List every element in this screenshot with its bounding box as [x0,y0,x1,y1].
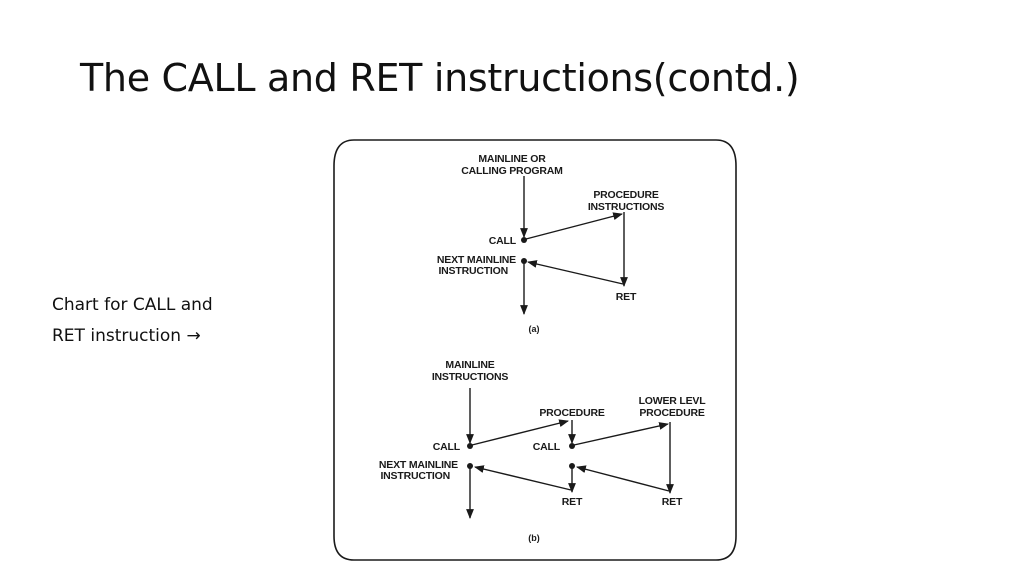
b-call-label: CALL [433,441,461,453]
a-call-arrow [525,212,623,240]
diagram-b [466,388,674,519]
b-lower-label-2: PROCEDURE [639,407,704,419]
a-mainline-label-2: CALLING PROGRAM [461,165,563,177]
b-inner-return-dot [569,463,575,469]
caption-line-2: RET instruction → [52,321,213,352]
b-lower-ret-label: RET [662,496,683,508]
b-inner-call-arrow [573,422,669,446]
b-call-arrow [471,419,569,446]
caption-line-2-text: RET instruction [52,326,182,346]
b-lower-label-1: LOWER LEVL [639,395,707,407]
a-next-label-1: NEXT MAINLINE [437,254,516,266]
a-procedure-label-1: PROCEDURE [593,189,658,201]
caption-line-1: Chart for CALL and [52,295,213,315]
b-inner-call-dot [569,443,575,449]
b-ret-label: RET [562,496,583,508]
b-ret-arrow [474,465,572,491]
b-mainline-label-1: MAINLINE [445,359,494,371]
a-ret-label: RET [616,291,637,303]
a-call-dot [521,237,527,243]
b-subcaption: (b) [528,533,540,543]
figure-caption: Chart for CALL and RET instruction → [52,290,213,352]
b-mainline-label-2: INSTRUCTIONS [432,371,509,383]
diagram-frame [333,139,737,561]
a-ret-arrow [527,260,624,285]
b-next-label-2: INSTRUCTION [380,470,450,482]
call-ret-diagram: MAINLINE OR CALLING PROGRAM PROCEDURE IN… [332,136,738,564]
b-procedure-label: PROCEDURE [539,407,604,419]
b-inner-call-label: CALL [533,441,561,453]
slide-title: The CALL and RET instructions(contd.) [80,56,800,100]
a-next-label-2: INSTRUCTION [438,265,508,277]
b-next-label-1: NEXT MAINLINE [379,459,458,471]
a-subcaption: (a) [529,324,540,334]
a-call-label: CALL [489,235,517,247]
a-procedure-label-2: INSTRUCTIONS [588,201,665,213]
b-lower-ret-arrow [576,465,670,492]
right-arrow-icon: → [186,326,201,346]
b-next-dot [467,463,473,469]
a-mainline-label-1: MAINLINE OR [478,153,546,165]
diagram-a [520,176,628,315]
b-call-dot [467,443,473,449]
a-next-dot [521,258,527,264]
